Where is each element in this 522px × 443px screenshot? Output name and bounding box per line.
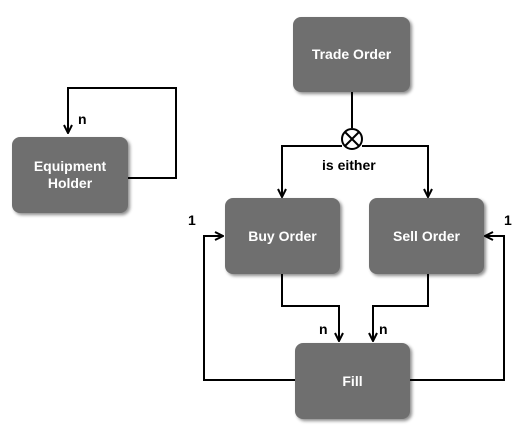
buy-order-label: Buy Order <box>248 227 317 244</box>
buy-order-to-fill-edge <box>281 274 339 341</box>
fill-label: Fill <box>342 372 363 389</box>
equipment-self-multiplicity-label: n <box>78 111 87 127</box>
buy-order-one-label: 1 <box>188 212 196 228</box>
sell-order-one-label: 1 <box>504 212 512 228</box>
fill-node: Fill <box>295 343 410 419</box>
sell-order-to-fill-edge <box>373 274 429 341</box>
either-label: is either <box>322 157 376 173</box>
fill-to-sell-order-edge <box>410 236 505 381</box>
equipment-holder-self-edge <box>68 87 177 179</box>
equipment-holder-label-line1: Equipment <box>33 158 107 174</box>
either-to-sell-order-edge <box>362 145 428 197</box>
fill-to-buy-order-edge <box>203 236 295 381</box>
sell-order-label: Sell Order <box>393 227 460 244</box>
sell-order-node: Sell Order <box>369 198 484 274</box>
buy-order-node: Buy Order <box>225 198 340 274</box>
either-to-buy-order-edge <box>282 145 342 197</box>
trade-order-label: Trade Order <box>311 46 392 62</box>
trade-order-node: Trade Order <box>293 17 410 92</box>
sell-fill-multiplicity-label: n <box>379 321 388 337</box>
either-symbol-icon <box>341 128 363 150</box>
buy-fill-multiplicity-label: n <box>319 321 328 337</box>
equipment-holder-label-line2: Holder <box>47 175 93 191</box>
equipment-holder-node: Equipment Holder <box>12 137 128 213</box>
